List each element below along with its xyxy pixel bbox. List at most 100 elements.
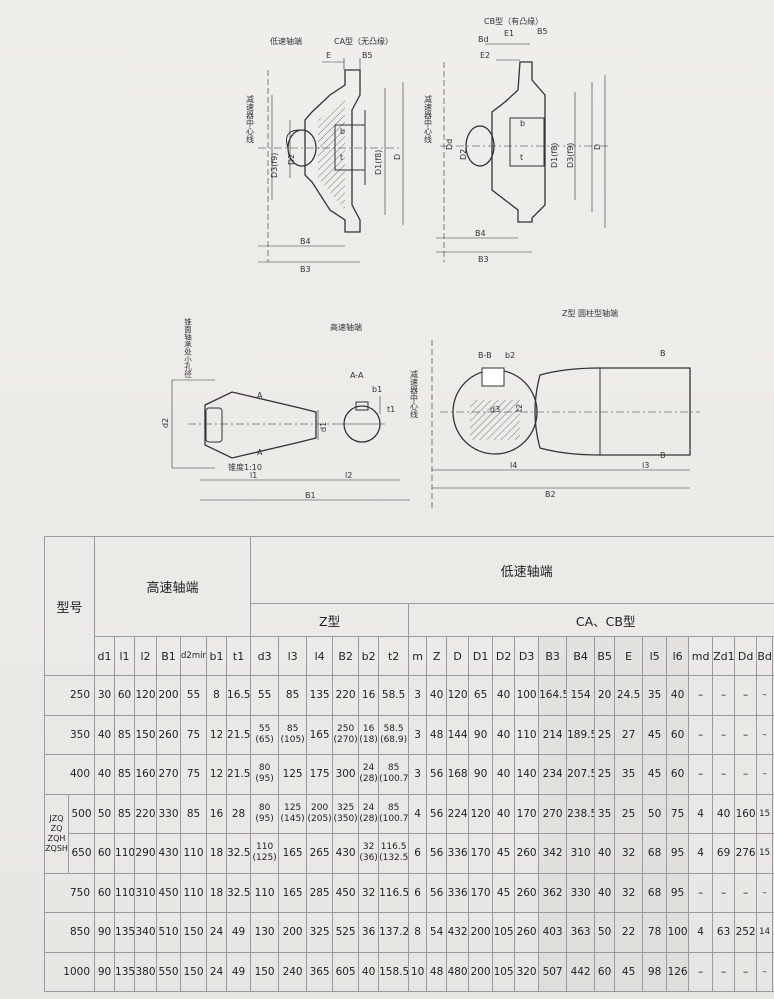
cell-l4: 285 [306, 872, 334, 913]
cell-line: (28) [359, 774, 378, 785]
high-label-d2: d2 [161, 418, 170, 428]
cell-dd: – [734, 675, 758, 716]
cell-dd: – [734, 714, 758, 755]
cell-l6: 95 [666, 872, 690, 913]
cb-label-dd: Dd [445, 139, 454, 150]
cell-d1: 90 [468, 714, 494, 755]
cell-d3: 260 [514, 833, 540, 874]
high-label-d1: d1 [319, 422, 328, 432]
cell-d2: 40 [492, 754, 516, 795]
column-header-bd: Bd [756, 636, 774, 676]
cell-line: 325 [337, 802, 355, 813]
cell-d3: 130 [250, 912, 280, 953]
cell-md: 4 [688, 912, 714, 953]
cell-b3: 403 [538, 912, 568, 953]
cell-zd1: 69 [712, 833, 736, 874]
column-header-md: md [688, 636, 714, 676]
cell-b2: 24(28) [358, 754, 380, 795]
cell-line: 24 [362, 763, 375, 774]
cb-label-bd: Bd [478, 35, 489, 44]
cell-l1: 110 [114, 872, 136, 913]
cell-d: 120 [446, 675, 470, 716]
column-header-b5: B5 [594, 636, 616, 676]
cell-zd1: – [712, 714, 736, 755]
cell-d2min: 150 [180, 912, 208, 953]
low-speed-header: 低速轴端 [250, 536, 774, 604]
cell-d3: 110 [514, 714, 540, 755]
cell-line: 85 [387, 763, 400, 774]
cell-md: – [688, 714, 714, 755]
cell-b2: 220 [332, 675, 360, 716]
cell-l3: 125 [278, 754, 308, 795]
cell-b3: 342 [538, 833, 568, 874]
z-label-l3: l3 [642, 461, 649, 470]
cell-t2: 116.5 [378, 872, 410, 913]
cell-line: (28) [359, 813, 378, 824]
cell-l1: 85 [114, 754, 136, 795]
cell-b3: 362 [538, 872, 568, 913]
cell-d2min: 85 [180, 793, 208, 834]
cb-label-e1: E1 [504, 29, 514, 38]
cell-d2min: 110 [180, 833, 208, 874]
cell-b2: 36 [358, 912, 380, 953]
cell-z: 48 [426, 951, 448, 992]
cell-line: 116.5 [380, 842, 407, 853]
cell-l1: 135 [114, 912, 136, 953]
cell-l1: 85 [114, 714, 136, 755]
high-label-l2: l2 [345, 471, 352, 480]
cell-d3: 260 [514, 912, 540, 953]
cell-line: 125 [284, 802, 302, 813]
model-cell: 1000 [43, 951, 96, 992]
cell-m: 3 [408, 714, 428, 755]
high-label-aa: A-A [350, 371, 364, 380]
cell-b5: 35 [594, 793, 616, 834]
cell-line: (145) [280, 813, 305, 824]
cb-title: CB型（有凸缘） [484, 16, 543, 26]
cell-b2: 605 [332, 951, 360, 992]
cell-d1: 40 [94, 714, 116, 755]
cell-m: 8 [408, 912, 428, 953]
cell-b1: 510 [156, 912, 182, 953]
z-label-b2-long: B2 [545, 490, 556, 499]
group-label-item: ZQH [47, 833, 66, 843]
cell-d1: 90 [94, 951, 116, 992]
column-header-d3: D3 [514, 636, 540, 676]
cell-b2: 16 [358, 675, 380, 716]
cell-b4: 154 [566, 675, 596, 716]
cell-z: 56 [426, 872, 448, 913]
cb-label-e2: E2 [480, 51, 490, 60]
cell-zd1: – [712, 872, 736, 913]
cell-line: 58.5 [383, 723, 404, 734]
cell-d2: 45 [492, 833, 516, 874]
cell-b5: 60 [594, 951, 616, 992]
ca-label-e: E [326, 51, 331, 60]
cell-b2: 250(270) [332, 714, 360, 755]
cell-l5: 98 [642, 951, 668, 992]
ca-label-d: D [393, 154, 402, 160]
column-header-l2: l2 [134, 636, 158, 676]
cell-b1: 450 [156, 872, 182, 913]
cell-d1: 120 [468, 793, 494, 834]
cell-b4: 207.5 [566, 754, 596, 795]
column-header-d3: d3 [250, 636, 280, 676]
cell-b2: 300 [332, 754, 360, 795]
cell-e: 32 [614, 833, 644, 874]
model-cell: 400 [43, 754, 96, 795]
cell-d3: 100 [514, 675, 540, 716]
cell-d2min: 75 [180, 754, 208, 795]
column-header-l3: l3 [278, 636, 308, 676]
cell-l4: 325 [306, 912, 334, 953]
cell-line: (205) [307, 813, 332, 824]
cell-d1: 65 [468, 675, 494, 716]
cb-label-d2: D2 [459, 149, 468, 160]
cb-label-d3: D3(f9) [566, 143, 575, 168]
column-header-l6: l6 [666, 636, 690, 676]
column-header-b4: B4 [566, 636, 596, 676]
cell-d2min: 110 [180, 872, 208, 913]
model-cell: 850 [43, 912, 96, 953]
